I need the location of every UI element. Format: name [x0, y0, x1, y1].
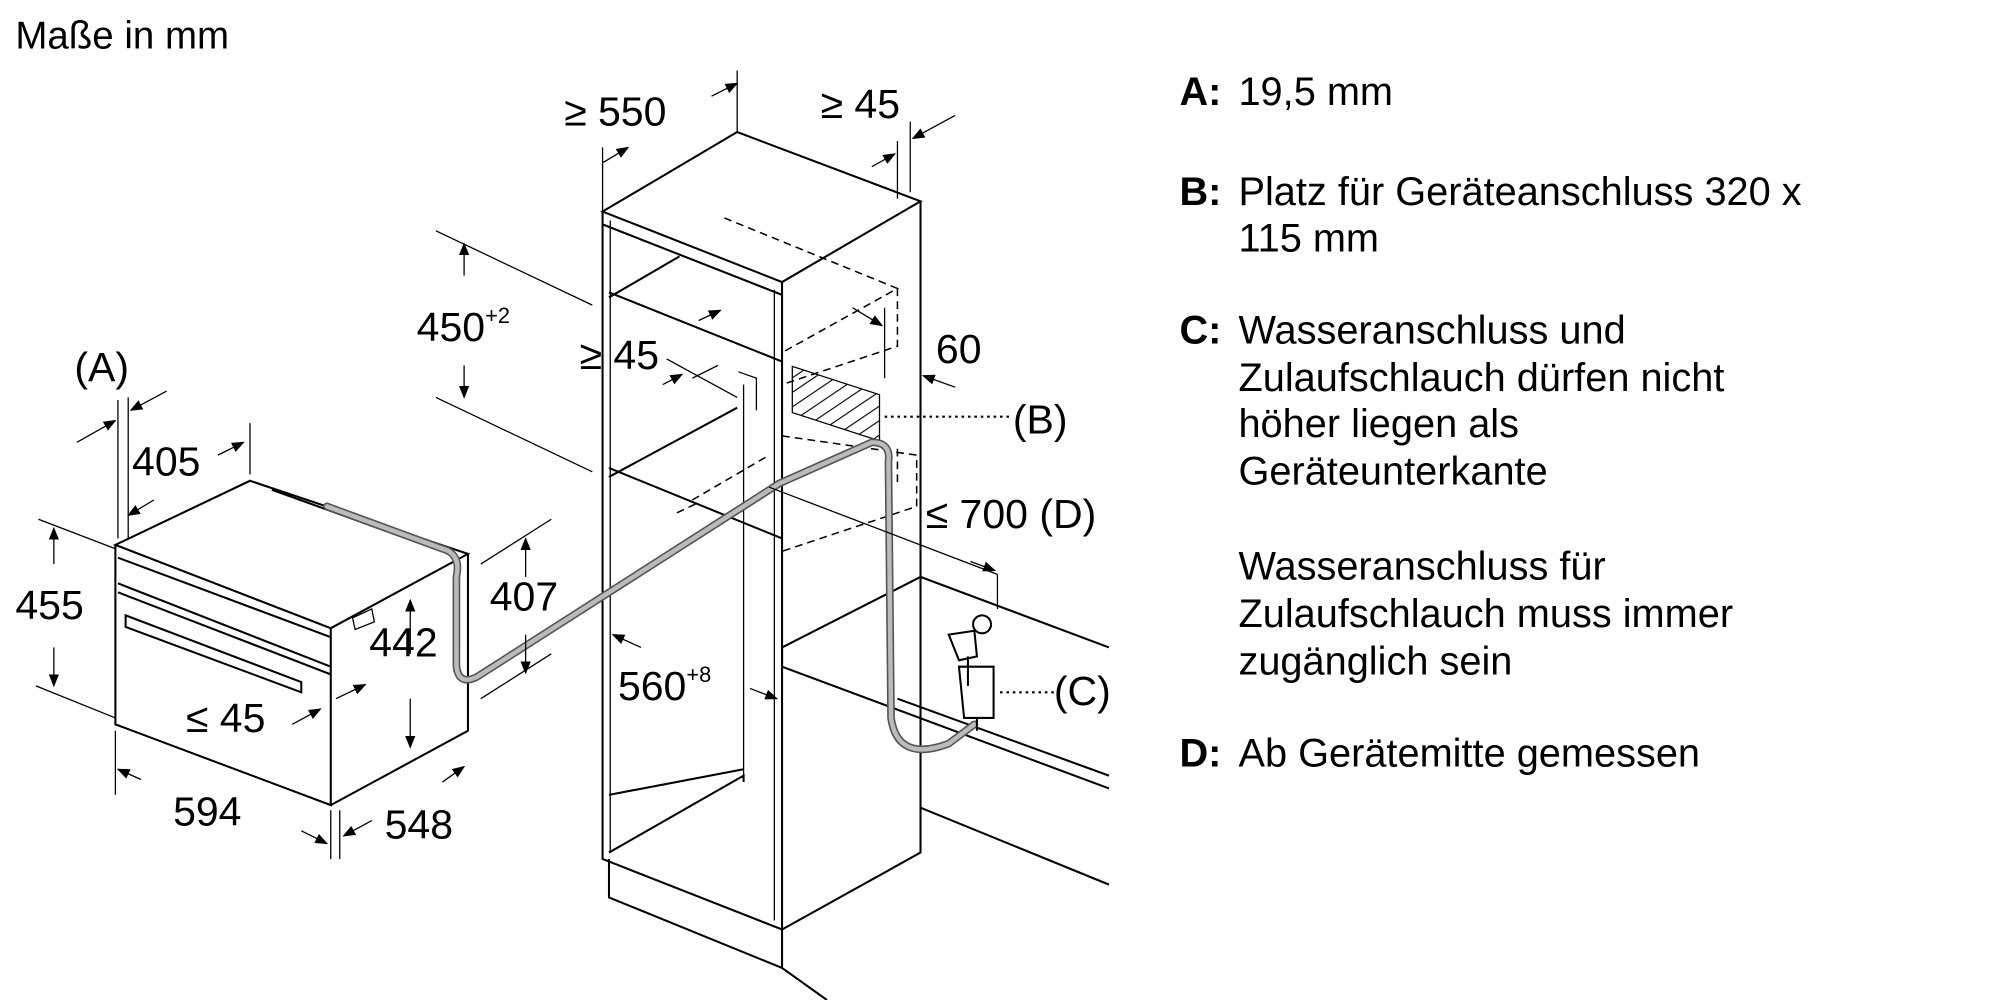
dim-442: 442: [369, 619, 437, 665]
niche-height-tolerance: +2: [485, 303, 510, 328]
niche-width-tolerance: +8: [686, 662, 711, 687]
page-title: Maße in mm: [15, 15, 229, 58]
legend-c-line: Wasseranschluss und: [1238, 309, 1625, 353]
dim-oven-45: ≤ 45: [186, 695, 266, 741]
dim-niche-height: 450+2: [417, 303, 510, 350]
dim-455: 455: [15, 582, 83, 628]
dim-60: 60: [936, 326, 982, 372]
legend-c-line: zugänglich sein: [1238, 639, 1512, 683]
dim-hose-700: ≤ 700 (D): [926, 491, 1097, 537]
legend-key-b: B:: [1179, 170, 1221, 214]
label-d: (D): [1039, 491, 1096, 537]
dim-cabinet-depth: ≥ 550: [564, 89, 666, 135]
legend-key-a: A:: [1179, 70, 1221, 114]
label-a: (A): [74, 344, 129, 390]
niche-width-value: 560: [618, 663, 686, 709]
legend-c-line: Zulaufschlauch muss immer: [1238, 592, 1733, 636]
legend-b-line: Platz für Geräteanschluss 320 x: [1238, 170, 1801, 214]
legend-c-line: Geräteunterkante: [1238, 450, 1547, 494]
dim-548: 548: [385, 801, 453, 847]
water-hose: [323, 438, 979, 754]
dim-shelf-gap: ≥ 45: [579, 332, 659, 378]
dim-594: 594: [173, 789, 241, 835]
dim-back-gap: ≥ 45: [821, 81, 901, 127]
legend-c-line: höher liegen als: [1238, 402, 1519, 446]
legend-c-line: Wasseranschluss für: [1238, 544, 1605, 588]
legend-a-line: 19,5 mm: [1238, 70, 1393, 114]
dim-niche-width: 560+8: [618, 662, 711, 709]
legend-d-line: Ab Gerätemitte gemessen: [1238, 732, 1700, 776]
label-b: (B): [1013, 396, 1068, 442]
tall-cabinet: [600, 130, 1110, 1000]
hose-700-value: ≤ 700: [926, 491, 1028, 537]
legend-key-c: C:: [1179, 309, 1221, 353]
niche-height-value: 450: [417, 304, 485, 350]
water-tap-icon: [947, 614, 995, 731]
connection-area-b: [791, 365, 881, 442]
label-c: (C): [1054, 668, 1111, 714]
legend-b-line: 115 mm: [1238, 216, 1379, 260]
dim-405: 405: [132, 439, 200, 485]
legend: A: 19,5 mm B: Platz für Geräteanschluss …: [1179, 70, 1801, 776]
dimension-lines: [35, 70, 1054, 859]
dim-407: 407: [490, 573, 558, 619]
legend-key-d: D:: [1179, 732, 1221, 776]
legend-c-line: Zulaufschlauch dürfen nicht: [1238, 356, 1724, 400]
